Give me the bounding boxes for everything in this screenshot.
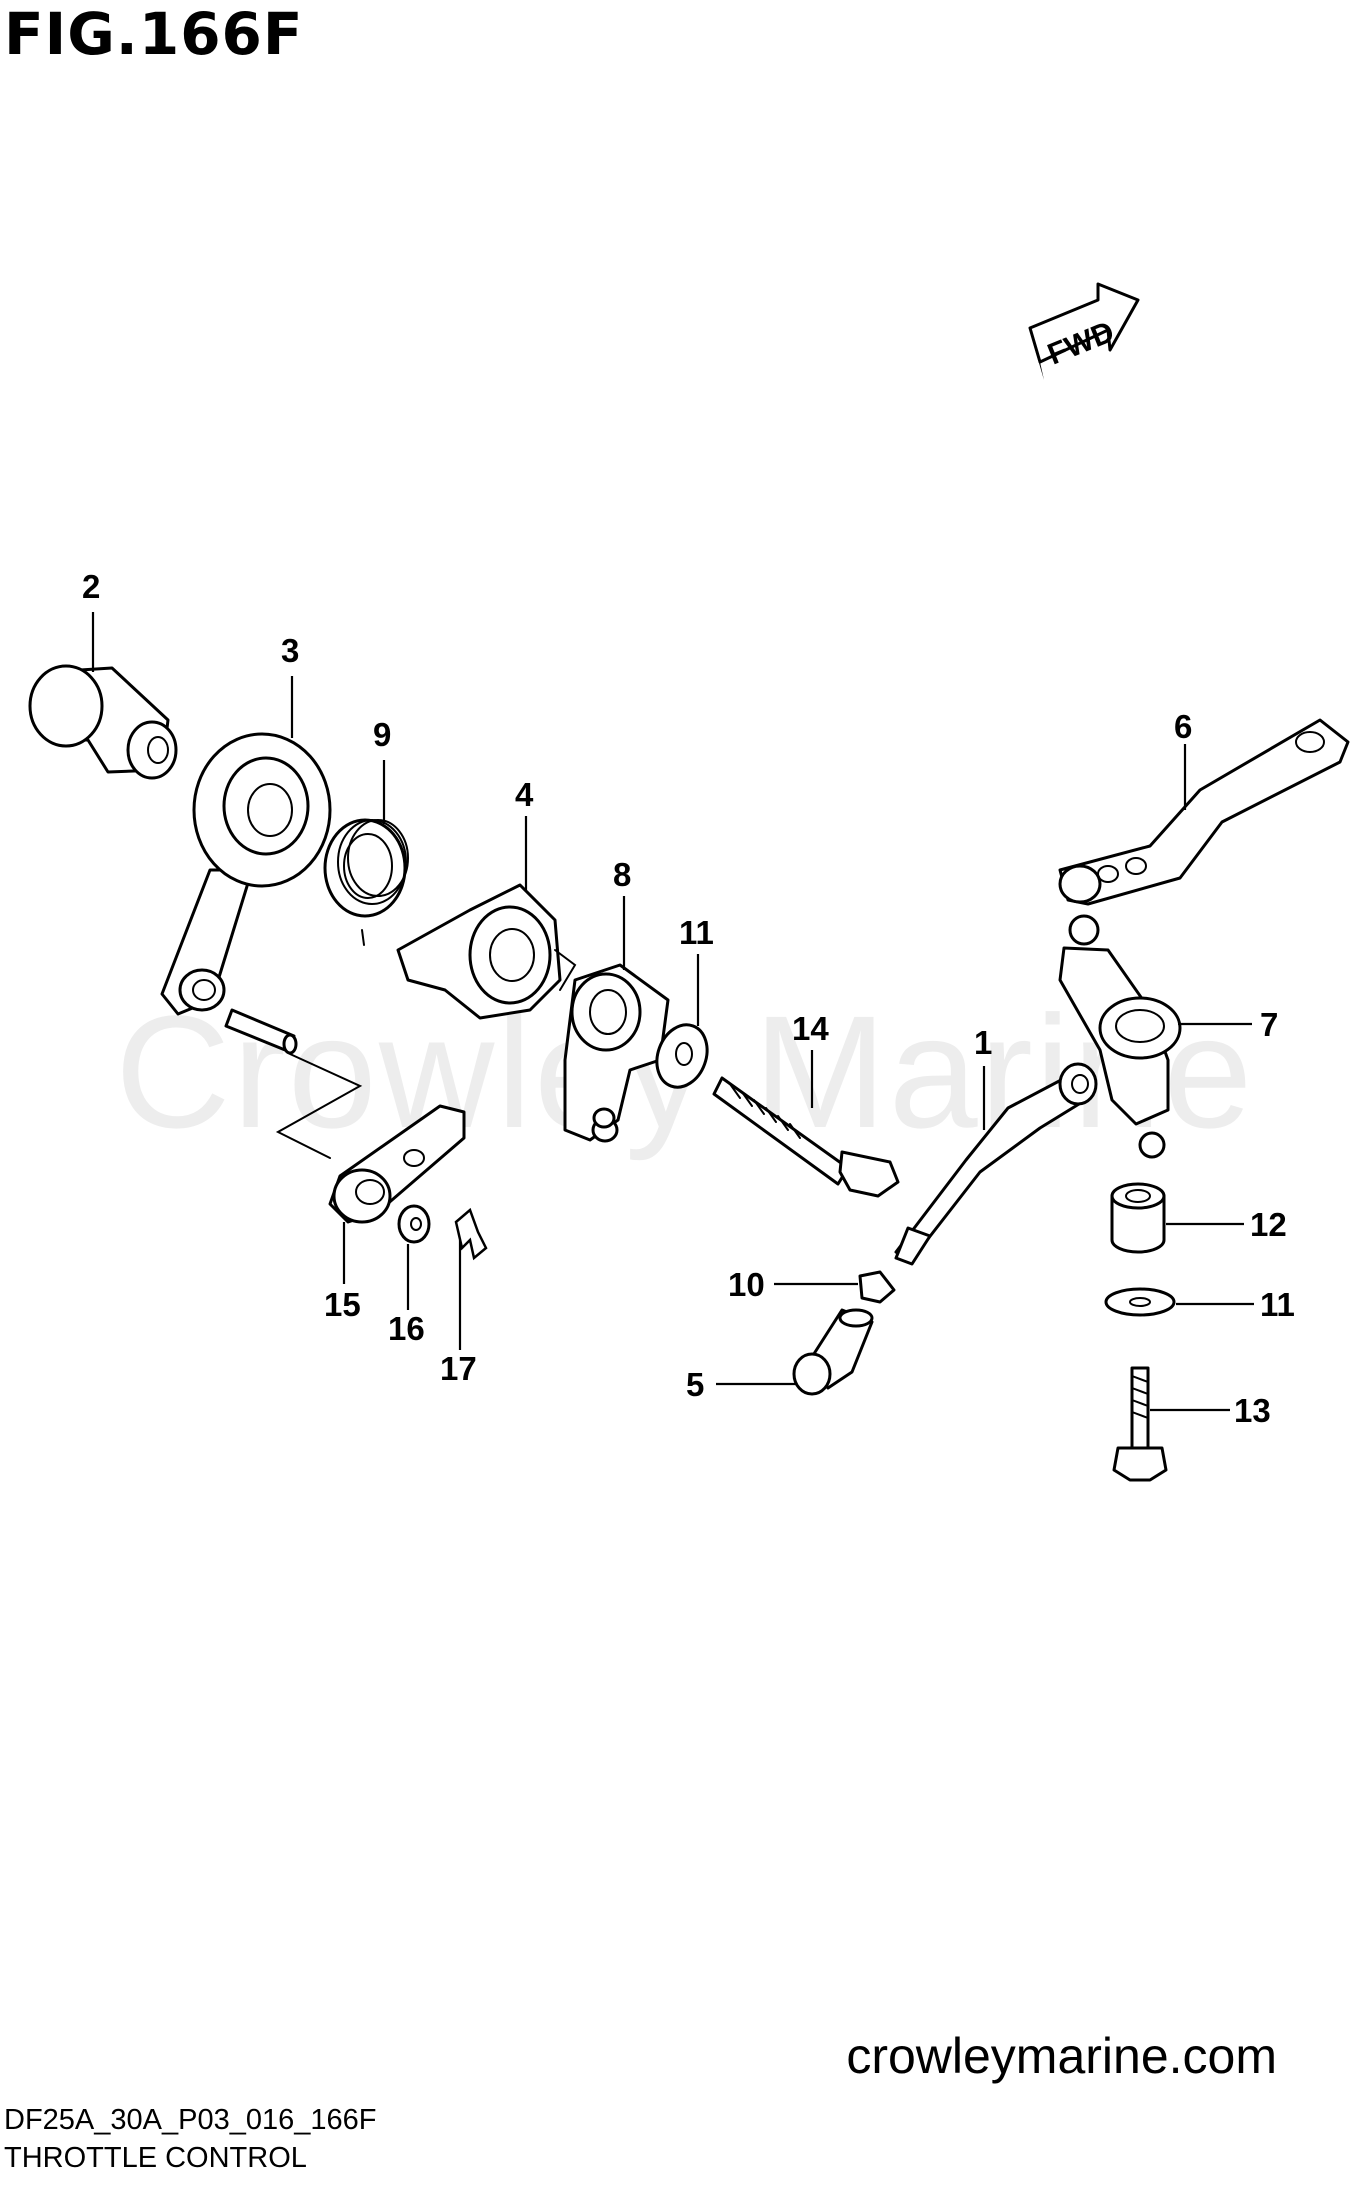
figure-code: DF25A_30A_P03_016_166F — [4, 2104, 377, 2136]
callout-3: 3 — [281, 632, 299, 669]
callout-16: 16 — [388, 1310, 425, 1347]
callout-10: 10 — [728, 1266, 765, 1303]
callout-5: 5 — [686, 1366, 704, 1403]
callout-11-lower: 11 — [1260, 1286, 1295, 1323]
part-2-sleeve — [28, 664, 178, 780]
callout-13: 13 — [1234, 1392, 1271, 1429]
figure-caption: THROTTLE CONTROL — [4, 2142, 307, 2174]
callouts: 2 3 9 4 8 11 14 1 6 7 12 11 13 10 5 15 1… — [82, 568, 1295, 1429]
callout-15: 15 — [324, 1286, 361, 1323]
callout-14: 14 — [792, 1010, 829, 1047]
part-7-lever — [1058, 914, 1182, 1159]
callout-8: 8 — [613, 856, 631, 893]
part-8-bracket — [563, 963, 670, 1143]
leader-lines — [91, 612, 1254, 1412]
site-url: crowleymarine.com — [846, 2028, 1277, 2084]
fwd-arrow-icon: FWD — [1028, 282, 1140, 380]
callout-11-upper: 11 — [679, 914, 714, 951]
callout-12: 12 — [1250, 1206, 1287, 1243]
part-16-washer — [397, 1204, 431, 1244]
part-11-washer-lower — [1104, 1287, 1176, 1317]
callout-4: 4 — [515, 776, 534, 813]
part-14-bolt — [712, 1076, 900, 1198]
callout-7: 7 — [1260, 1006, 1278, 1043]
part-12-spacer — [1110, 1182, 1166, 1254]
callout-2: 2 — [82, 568, 100, 605]
callout-6: 6 — [1174, 708, 1192, 745]
callout-9: 9 — [373, 716, 391, 753]
assembly-line — [275, 1053, 363, 1159]
callout-17: 17 — [440, 1350, 477, 1387]
part-17-clip — [454, 1207, 488, 1261]
part-3-lever — [160, 732, 332, 1016]
part-1-rod — [894, 1062, 1098, 1266]
pin — [224, 1008, 298, 1055]
part-13-bolt — [1112, 1366, 1168, 1482]
part-9-spring — [323, 818, 409, 946]
part-10-nut — [858, 1270, 896, 1304]
figure-title: FIG.166F — [4, 0, 304, 68]
part-5-rod-end — [792, 1308, 874, 1396]
part-6-link — [1058, 718, 1350, 906]
part-4-cam — [396, 883, 577, 1020]
callout-1: 1 — [974, 1024, 992, 1061]
part-11-washer-upper — [655, 1023, 709, 1089]
part-15-lever — [328, 1104, 466, 1224]
